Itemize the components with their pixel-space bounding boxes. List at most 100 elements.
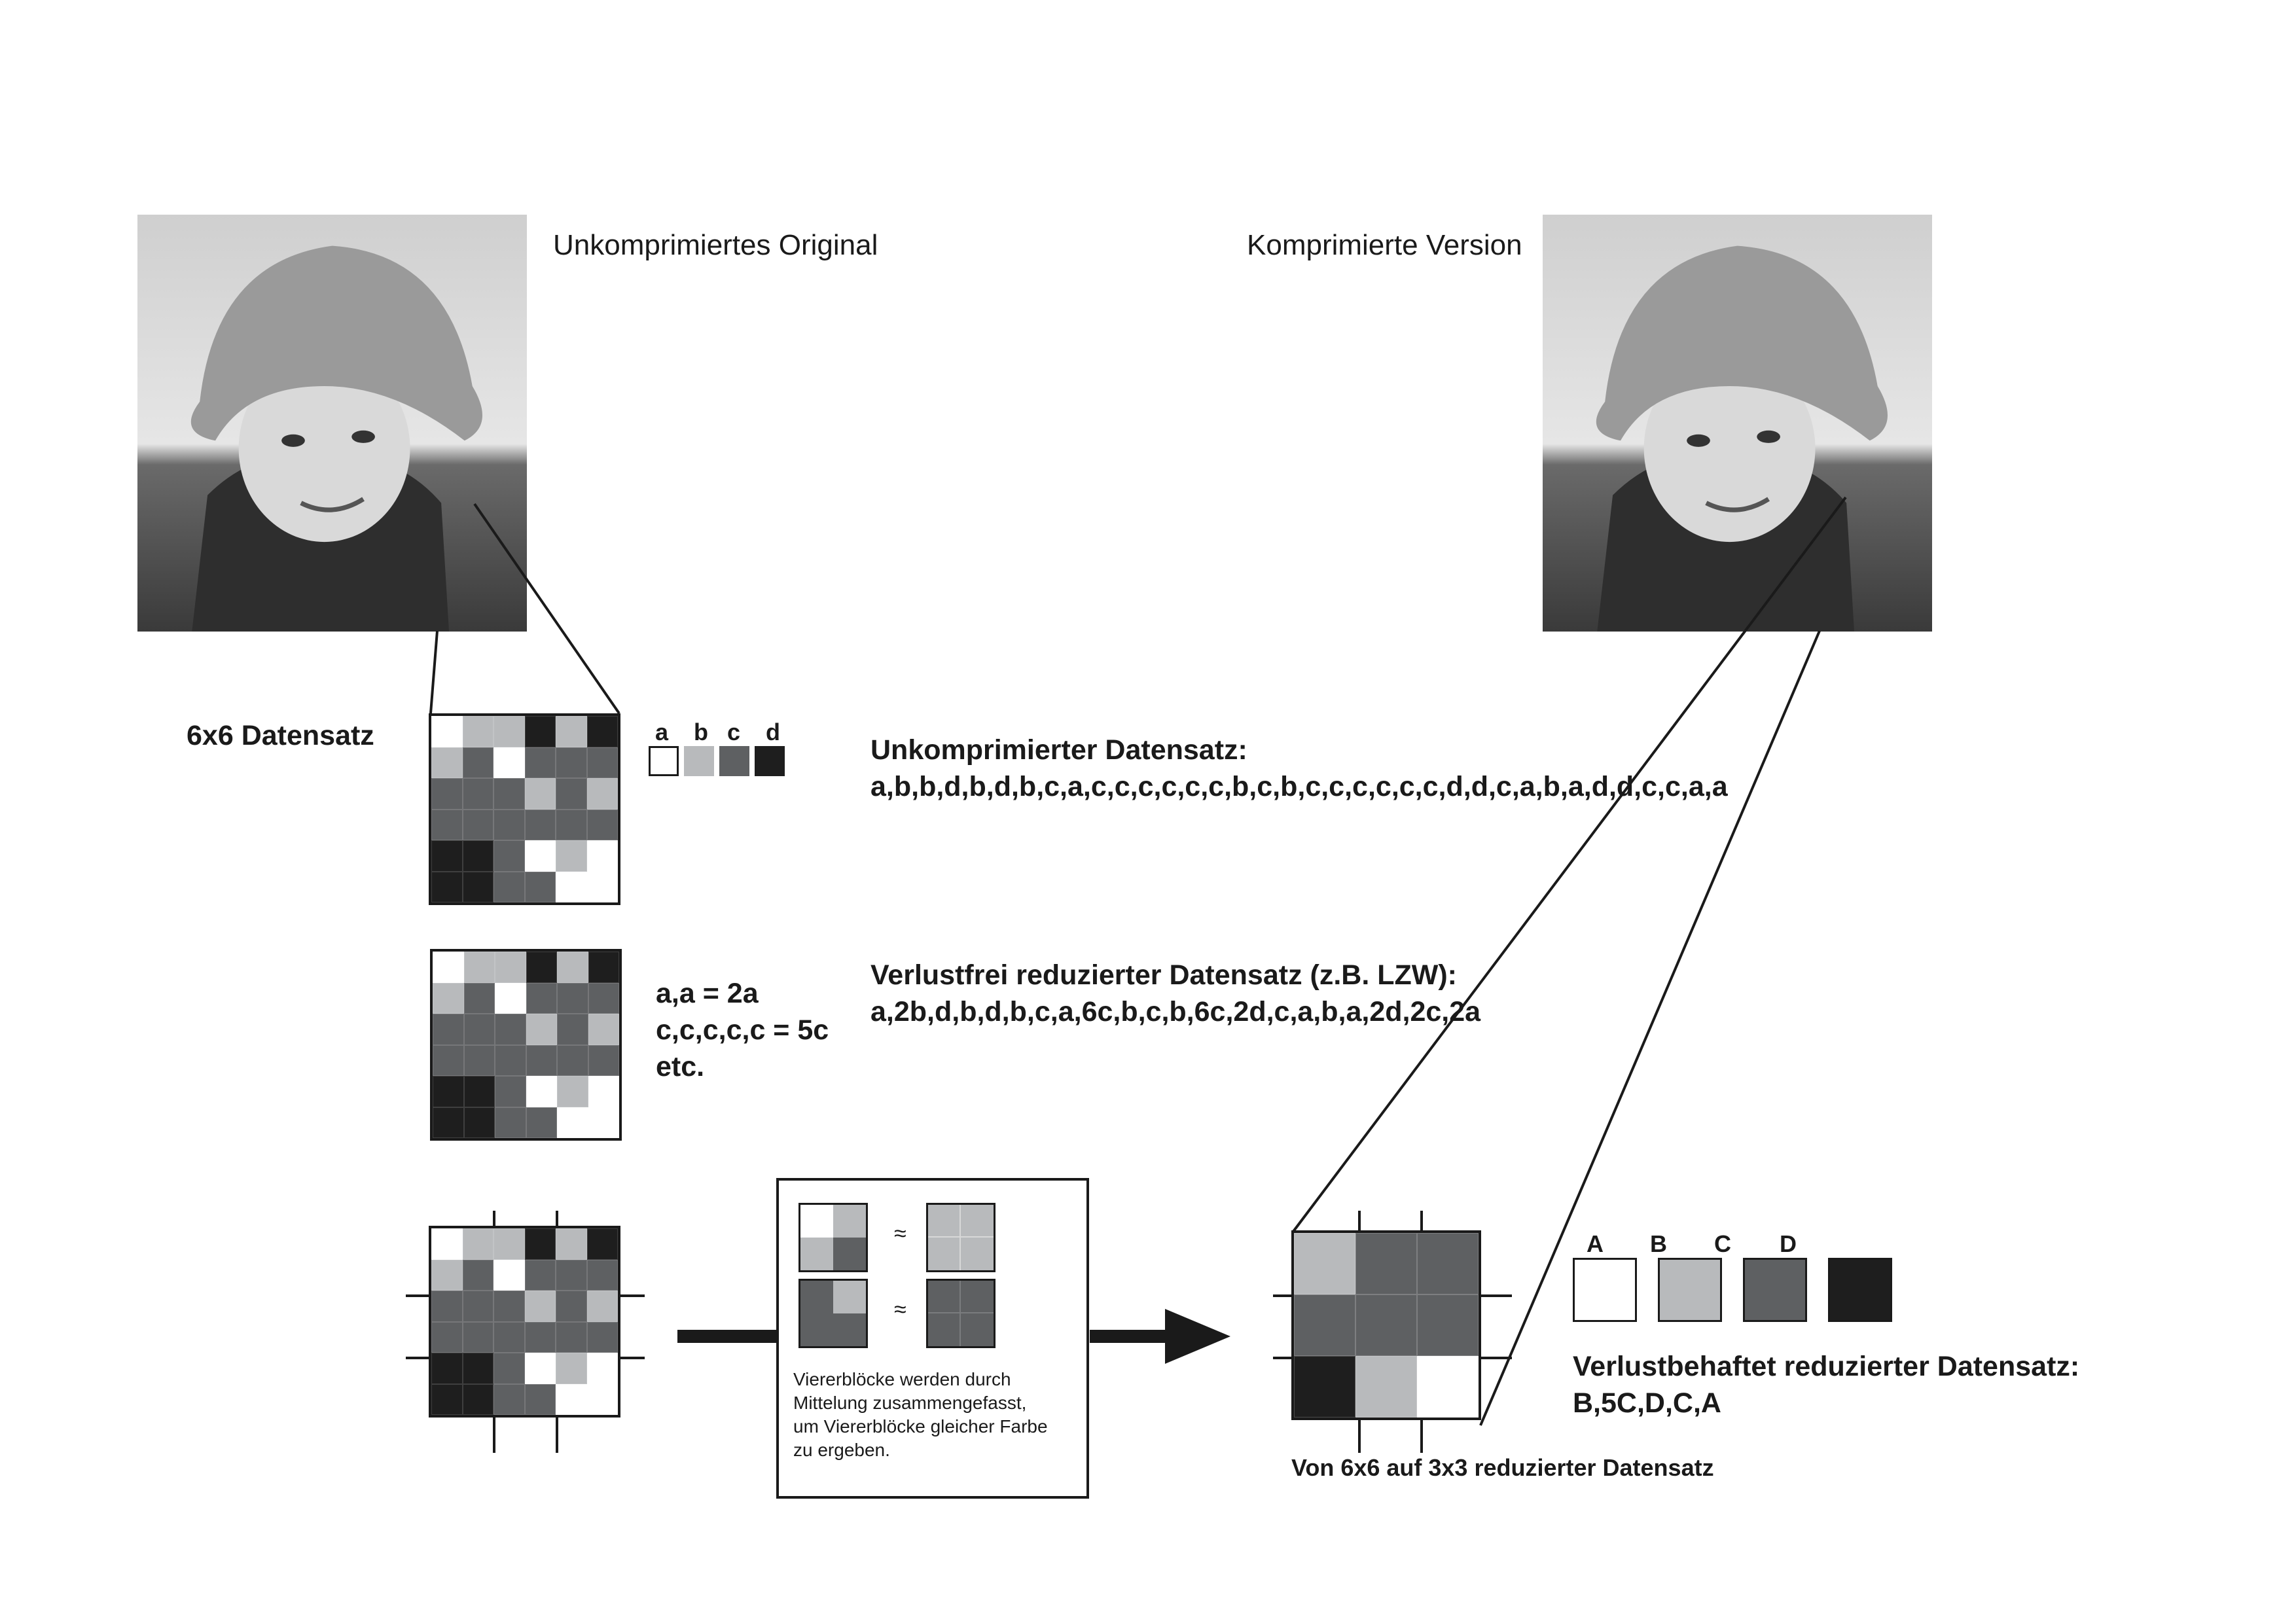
grid-cell-c [463,1044,495,1076]
compressed-photo [1543,215,1932,632]
grid-cell-a [524,1353,556,1384]
lossless-data: a,2b,d,b,d,b,c,a,6c,b,c,b,6c,2d,c,a,b,a,… [870,996,1481,1027]
original-photo [137,215,527,632]
grid-cell-b [524,778,556,810]
grid-cell-b [493,716,525,747]
grid-cell-c [493,871,525,902]
grid-cell-c [493,778,525,810]
grid-cell-c [433,1014,464,1045]
grid-3x3-result [1291,1230,1481,1420]
grid-cell-b [557,1076,588,1107]
legend-swatch-C [1743,1258,1807,1322]
grid-cell-a [588,1076,619,1107]
grid-cell-d [462,871,493,902]
grid-cell-d [586,716,618,747]
original-title: Unkomprimiertes Original [553,229,878,261]
approx-symbol-2: ≈ [894,1297,906,1322]
legend-key-A: A [1587,1230,1604,1257]
grid-cell-c [526,1044,557,1076]
grid-cell-b [462,716,493,747]
grid-cell-d [586,1228,618,1260]
legend-key-c: c [726,719,741,745]
rle-example-1: a,a = 2a [656,978,759,1009]
grid-cell-b [524,1291,556,1322]
grid-cell-c [524,1321,556,1353]
grid-cell-b [493,1228,525,1260]
grid-cell-c [556,1291,587,1322]
legend-swatch-A [1573,1258,1637,1322]
grid-cell-c [524,1383,556,1415]
grid-cell-b [433,982,464,1014]
grid-cell-c [463,1014,495,1045]
legend-swatch-B [1658,1258,1722,1322]
averaging-info-box: ≈ ≈ Viererblöcke werden durch Mittelung … [776,1178,1089,1499]
avg-example-2-result [926,1279,996,1348]
compressed-title: Komprimierte Version [1247,229,1522,261]
lossless-heading: Verlustfrei reduzierter Datensatz (z.B. … [870,959,1457,991]
grid-cell-a [556,1383,587,1415]
avg-example-2-source [798,1279,868,1348]
grid-cell-a [524,840,556,872]
grid3-cell-B [1294,1233,1355,1294]
grid-cell-a [586,1353,618,1384]
uncompressed-heading: Unkomprimierter Datensatz: [870,734,1247,766]
grid-cell-a [556,871,587,902]
grid-cell-c [493,1353,525,1384]
grid-cell-c [556,809,587,840]
grid-cell-a [431,716,463,747]
grid-cell-b [556,1353,587,1384]
lossy-data: B,5C,D,C,A [1573,1387,1721,1419]
grid-cell-d [588,952,619,983]
grid-cell-a [495,982,526,1014]
grid-cell-b [495,952,526,983]
grid-cell-b [431,747,463,778]
grid-cell-a [431,1228,463,1260]
rle-examples: a,a = 2a c,c,c,c,c = 5c etc. [656,975,829,1085]
grid-cell-c [556,1259,587,1291]
grid-6x6-original [429,713,620,905]
legend-swatch-a [649,746,679,776]
grid-cell-c [556,747,587,778]
grid-cell-d [463,1076,495,1107]
legend-key-D: D [1780,1230,1797,1257]
grid-cell-a [586,1383,618,1415]
legend-key-C: C [1714,1230,1731,1257]
grid-cell-d [462,1383,493,1415]
grid-cell-d [526,952,557,983]
avg-example-1-result [926,1203,996,1272]
grid-cell-d [524,716,556,747]
grid-cell-b [586,778,618,810]
grid-cell-c [524,1259,556,1291]
reduced-3x3-label: Von 6x6 auf 3x3 reduzierter Datensatz [1291,1454,1714,1481]
averaging-description: Viererblöcke werden durch Mittelung zusa… [793,1369,1048,1460]
grid-cell-a [588,1107,619,1138]
legend-swatch-d [755,746,785,776]
grid3-cell-B [1355,1356,1417,1418]
grid-cell-c [495,1076,526,1107]
grid-cell-c [557,1014,588,1045]
legend-swatch-c [719,746,749,776]
grid-cell-c [463,982,495,1014]
grid-cell-b [588,1014,619,1045]
grid-cell-d [462,840,493,872]
rle-example-3: etc. [656,1051,705,1082]
grid-cell-b [462,1228,493,1260]
legend-key-B: B [1650,1230,1667,1257]
grid3-cell-C [1417,1233,1479,1294]
grid-cell-c [493,1321,525,1353]
legend-swatch-b [684,746,714,776]
grid-cell-c [431,778,463,810]
grid-cell-c [557,982,588,1014]
grid-cell-d [462,1353,493,1384]
grid-cell-c [495,1014,526,1045]
grid-cell-a [586,871,618,902]
grid-cell-b [557,952,588,983]
legend-key-d: d [766,719,780,745]
grid-cell-c [495,1044,526,1076]
grid3-cell-D [1294,1356,1355,1418]
grid-cell-c [493,840,525,872]
grid-cell-c [431,1321,463,1353]
grid-cell-d [433,1107,464,1138]
grid-cell-c [586,747,618,778]
lossy-heading: Verlustbehaftet reduzierter Datensatz: [1573,1351,2080,1382]
